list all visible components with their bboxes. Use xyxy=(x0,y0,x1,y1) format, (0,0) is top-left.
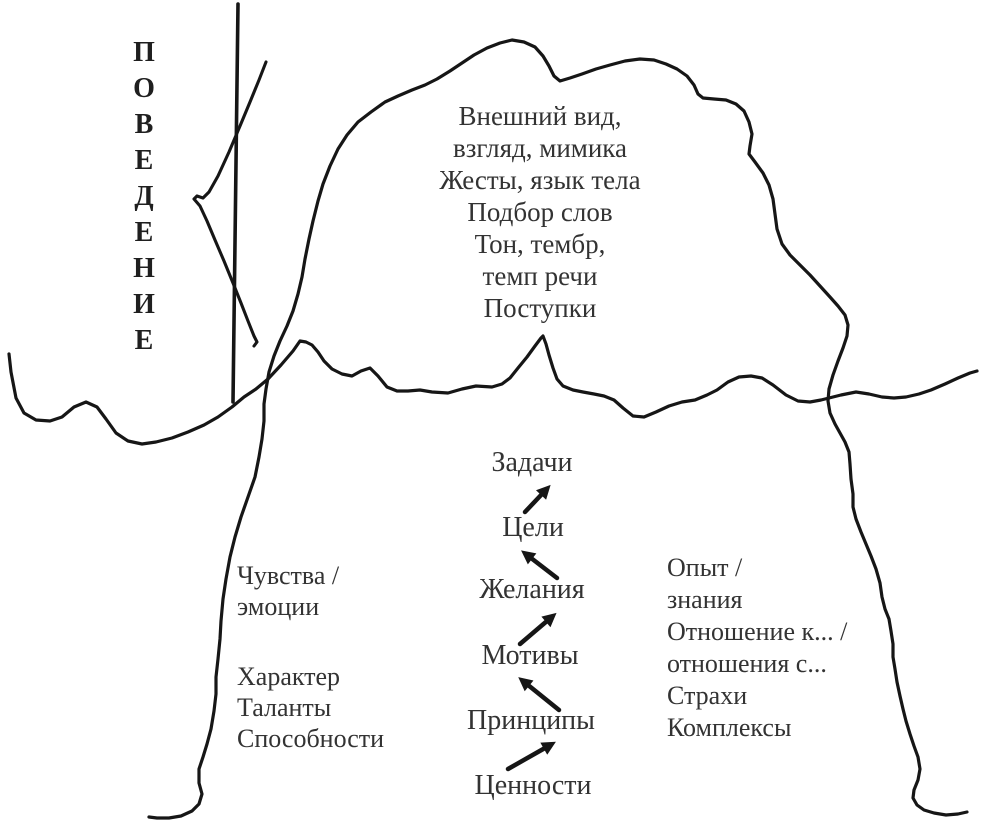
character-talents-label: Характер Таланты Способности xyxy=(237,661,384,754)
feelings-emotions-label: Чувства / эмоции xyxy=(237,560,339,622)
chain-label-values: Ценности xyxy=(474,770,592,801)
iceberg-outline-stroke xyxy=(147,38,969,820)
right-line: Комплексы xyxy=(667,713,792,742)
behavior-letter: И xyxy=(133,289,155,320)
behavior-letter: Е xyxy=(134,325,154,356)
cloud-line: Внешний вид, xyxy=(458,101,622,131)
waterline-stroke xyxy=(7,334,979,446)
left-line: Чувства / xyxy=(237,561,340,590)
experience-fears-label: Опыт / знания Отношение к... / отношения… xyxy=(667,552,847,744)
left-line: Характер xyxy=(237,662,341,691)
behavior-vertical-label: П О В Е Д Е Н И Е xyxy=(128,37,160,356)
visible-behavior-list: Внешний вид, взгляд, мимика Жесты, язык … xyxy=(439,100,640,324)
right-line: Опыт / xyxy=(667,553,743,582)
behavior-arrow-curve xyxy=(192,60,268,348)
left-line: Таланты xyxy=(237,693,332,722)
cloud-line: Жесты, язык тела xyxy=(439,165,641,195)
cloud-line: взгляд, мимика xyxy=(452,133,628,163)
left-line: эмоции xyxy=(237,592,320,621)
behavior-letter: Н xyxy=(133,253,155,284)
behavior-letter: О xyxy=(133,73,155,104)
cloud-line: темп речи xyxy=(482,261,598,291)
right-line: Отношение к... / xyxy=(667,617,848,646)
behavior-letter: П xyxy=(133,37,155,68)
up-arrow-motives-to-desires xyxy=(517,612,557,647)
left-line: Способности xyxy=(237,724,385,753)
behavior-arrow-shaft xyxy=(231,2,240,404)
behavior-letter: Е xyxy=(134,217,154,248)
up-arrow-desires-to-goals xyxy=(521,550,560,581)
right-line: знания xyxy=(667,585,743,614)
up-arrow-goals-to-tasks xyxy=(522,484,551,515)
chain-label-principles: Принципы xyxy=(467,705,595,736)
behavior-letter: Е xyxy=(134,145,154,176)
cloud-line: Поступки xyxy=(483,293,597,323)
right-line: Страхи xyxy=(667,681,748,710)
chain-label-tasks: Задачи xyxy=(491,447,573,478)
cloud-line: Подбор слов xyxy=(467,197,613,227)
right-line: отношения с... xyxy=(667,649,827,678)
behavior-letter: Д xyxy=(134,181,154,212)
up-arrow-principles-to-motives xyxy=(518,677,562,713)
up-arrow-values-to-principles xyxy=(505,741,556,772)
chain-label-goals: Цели xyxy=(502,512,564,543)
chain-label-motives: Мотивы xyxy=(481,640,579,671)
behavior-letter: В xyxy=(134,109,154,140)
chain-label-desires: Желания xyxy=(479,574,585,605)
cloud-line: Тон, тембр, xyxy=(474,229,606,259)
chain-arrows xyxy=(505,484,562,772)
